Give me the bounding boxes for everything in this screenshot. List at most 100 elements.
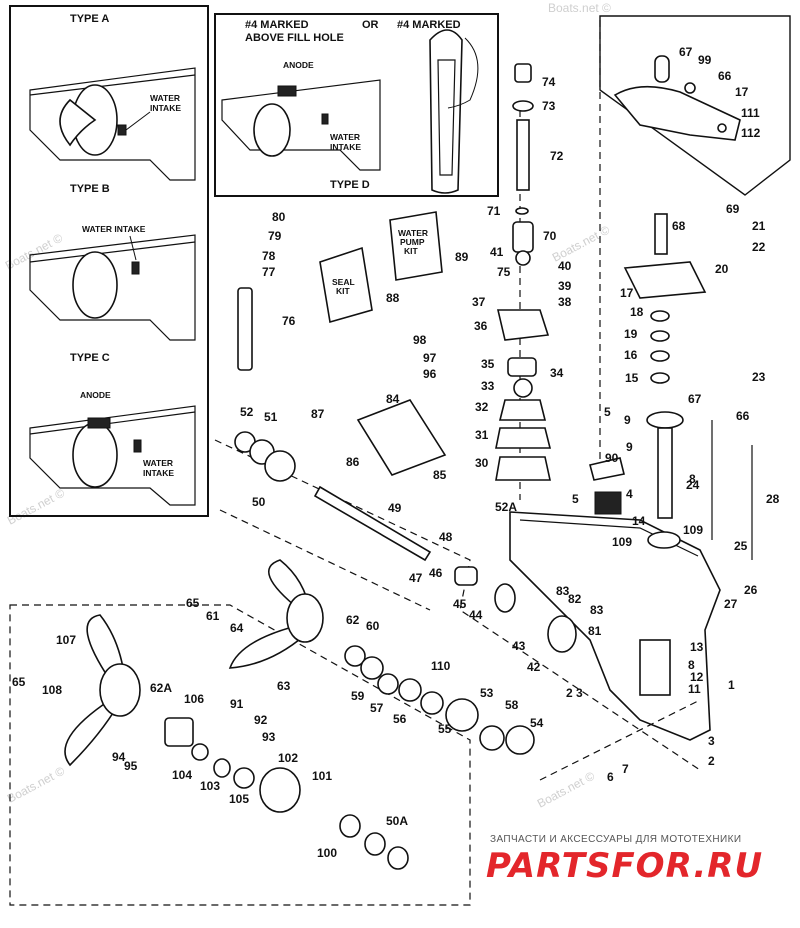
watermark: Boats.net © <box>5 764 67 806</box>
water-intake-label-a2: INTAKE <box>150 103 181 113</box>
part-number-66: 66 <box>718 69 732 83</box>
part-number-71: 71 <box>487 204 501 218</box>
part-number-75: 75 <box>497 265 511 279</box>
pump-kit-label-3: KIT <box>404 246 419 256</box>
watermark: Boats.net © <box>535 769 597 811</box>
prop-shaft <box>313 485 577 653</box>
seal-kit-label-1: SEAL <box>332 277 355 287</box>
part-number-100: 100 <box>317 846 337 860</box>
part-number-55: 55 <box>438 722 452 736</box>
part-labels: 1223345567889911121314151617171819202122… <box>12 45 780 860</box>
part-number-73: 73 <box>542 99 556 113</box>
part-number-22: 22 <box>752 240 766 254</box>
part-number-98: 98 <box>413 333 427 347</box>
kit-boxes: SEAL KIT WATER PUMP KIT <box>237 211 625 515</box>
part-number-7: 7 <box>622 762 629 776</box>
part-number-49: 49 <box>388 501 402 515</box>
part-number-19: 19 <box>624 327 638 341</box>
part-number-33: 33 <box>481 379 495 393</box>
part-number-61: 61 <box>206 609 220 623</box>
part-number-111: 111 <box>741 106 760 120</box>
part-number-5: 5 <box>604 405 611 419</box>
part-number-76: 76 <box>282 314 296 328</box>
part-number-106: 106 <box>184 692 204 706</box>
part-number-72: 72 <box>550 149 564 163</box>
part-number-50a: 50A <box>386 814 408 828</box>
part-number-3: 3 <box>576 686 583 700</box>
part-number-1: 1 <box>728 678 735 692</box>
part-number-85: 85 <box>433 468 447 482</box>
part-number-54: 54 <box>530 716 544 730</box>
part-number-3: 3 <box>708 734 715 748</box>
part-number-30: 30 <box>475 456 489 470</box>
part-number-110: 110 <box>431 659 451 673</box>
water-intake-label-a: WATER <box>150 93 180 103</box>
part-number-90: 90 <box>605 451 619 465</box>
part-number-46: 46 <box>429 566 443 580</box>
part-number-62a: 62A <box>150 681 172 695</box>
part-number-47: 47 <box>409 571 423 585</box>
part-number-13: 13 <box>690 640 704 654</box>
anode-label-c: ANODE <box>80 390 111 400</box>
inset-panel <box>599 15 791 196</box>
part-number-96: 96 <box>423 367 437 381</box>
part-number-26: 26 <box>744 583 758 597</box>
watermark: Boats.net © <box>5 486 67 528</box>
part-number-15: 15 <box>625 371 639 385</box>
part-number-45: 45 <box>453 597 467 611</box>
part-number-64: 64 <box>230 621 244 635</box>
part-number-92: 92 <box>254 713 268 727</box>
part-number-39: 39 <box>558 279 572 293</box>
part-number-87: 87 <box>311 407 325 421</box>
part-number-16: 16 <box>624 348 638 362</box>
water-intake-label-c: WATER <box>143 458 173 468</box>
part-number-48: 48 <box>439 530 453 544</box>
part-number-31: 31 <box>475 428 489 442</box>
part-number-18: 18 <box>630 305 644 319</box>
propeller-63 <box>228 559 324 669</box>
part-number-103: 103 <box>200 779 220 793</box>
part-number-101: 101 <box>312 769 332 783</box>
pump-kit-label-2: PUMP <box>400 237 425 247</box>
type-d-panel: #4 MARKED ABOVE FILL HOLE OR #4 MARKED A… <box>214 13 499 197</box>
part-number-74: 74 <box>542 75 556 89</box>
part-number-2: 2 <box>566 686 573 700</box>
part-number-20: 20 <box>715 262 729 276</box>
type-panels: TYPE A WATER INTAKE TYPE B WATER INTAKE … <box>9 5 209 517</box>
type-a-title: TYPE A <box>70 13 109 25</box>
part-number-93: 93 <box>262 730 276 744</box>
part-number-43: 43 <box>512 639 526 653</box>
part-number-53: 53 <box>480 686 494 700</box>
watermark: Boats.net © <box>548 1 611 15</box>
part-number-69: 69 <box>726 202 740 216</box>
water-intake-label-d: WATER <box>330 132 360 142</box>
part-number-62: 62 <box>346 613 360 627</box>
part-number-97: 97 <box>423 351 437 365</box>
part-number-50: 50 <box>252 495 266 509</box>
part-number-65: 65 <box>12 675 26 689</box>
part-number-11: 11 <box>688 682 701 696</box>
part-number-70: 70 <box>543 229 557 243</box>
part-number-41: 41 <box>490 245 504 259</box>
type-d-title: TYPE D <box>330 179 370 191</box>
part-number-42: 42 <box>527 660 541 674</box>
part-number-8: 8 <box>688 658 695 672</box>
part-number-35: 35 <box>481 357 495 371</box>
part-number-21: 21 <box>752 219 766 233</box>
gearcase-housing <box>509 511 721 741</box>
part-number-51: 51 <box>264 410 278 424</box>
part-number-83: 83 <box>590 603 604 617</box>
part-number-89: 89 <box>455 250 469 264</box>
part-number-102: 102 <box>278 751 298 765</box>
part-number-38: 38 <box>558 295 572 309</box>
part-number-112: 112 <box>741 126 761 140</box>
footer-logo: PARTSFOR.RU <box>486 846 764 886</box>
part-number-44: 44 <box>469 608 483 622</box>
part-number-24: 24 <box>686 478 700 492</box>
part-number-6: 6 <box>607 770 614 784</box>
part-number-5: 5 <box>572 492 579 506</box>
or-label: OR <box>362 19 379 31</box>
part-number-99: 99 <box>698 53 712 67</box>
part-number-37: 37 <box>472 295 486 309</box>
